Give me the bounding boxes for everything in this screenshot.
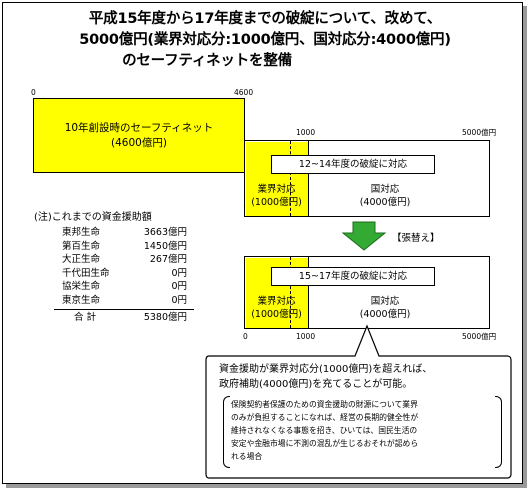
aid-total-row: 合 計 5380億円 — [62, 311, 187, 325]
aid-row: 大正生命 267億円 — [62, 253, 187, 267]
bar1-industry-title: 業界対応 — [257, 184, 296, 195]
condition-line: れる場合 — [231, 452, 263, 461]
condition-text: 保険契約者保護のための資金援助の財源について業界 のみが負担することになれば、経… — [231, 398, 493, 463]
aid-row-name: 東邦生命 — [62, 227, 101, 238]
aid-row-name: 第百生命 — [62, 240, 101, 252]
aid-row: 東京生命 0円 — [62, 294, 187, 308]
title-line-3: のセーフティネットを整備 — [122, 53, 292, 69]
aid-row-amount: 1450億円 — [143, 240, 187, 252]
aid-total-amount: 5380億円 — [143, 312, 187, 323]
title-line-2: 5000億円(業界対応分:1000億円、国対応分:4000億円) — [79, 32, 451, 48]
swap-arrow-icon — [342, 221, 386, 251]
bar1-industry-amount: (1000億円) — [251, 197, 302, 208]
callout-text-line-2: 政府補助(4000億円)を充てることが可能。 — [219, 379, 413, 390]
callout-text-line-1: 資金援助が業界対応分(1000億円)を超えれば、 — [219, 364, 433, 375]
aid-row: 協栄生命 0円 — [62, 280, 187, 294]
aid-total-rule — [54, 309, 194, 310]
aid-row-name: 千代田生命 — [62, 267, 110, 279]
aid-total-label: 合 計 — [74, 312, 97, 323]
bar1-national-title: 国対応 — [370, 184, 400, 195]
bar2-header-box: 15~17年度の破綻に対応 — [271, 267, 435, 286]
bar1-tick-1000: 1000 — [296, 128, 316, 137]
condition-line: 保険契約者保護のための資金援助の財源について業界 — [231, 400, 418, 409]
condition-bracket-right — [495, 396, 502, 468]
bar2-tick-1000: 1000 — [296, 332, 316, 341]
initial-net-amount: (4600億円) — [111, 136, 167, 149]
bar1-industry-label: 業界対応 (1000億円) — [245, 181, 308, 211]
aid-row: 第百生命 1450億円 — [62, 240, 187, 254]
bar1-industry-fill — [245, 141, 309, 216]
aid-row-name: 東京生命 — [62, 294, 101, 306]
bar2-tick-0: 0 — [243, 332, 248, 341]
bar2-national-amount: (4000億円) — [359, 309, 411, 320]
bar1-national-amount: (4000億円) — [359, 197, 411, 208]
condition-bracket-left — [223, 396, 230, 468]
aid-row-name: 協栄生命 — [62, 281, 101, 292]
scale-top-right-tick: 4600 — [234, 88, 254, 97]
aid-row: 千代田生命 0円 — [62, 267, 187, 281]
aid-row-amount: 0円 — [171, 267, 187, 279]
initial-net-label: 10年創設時のセーフティネット — [64, 121, 214, 134]
bar2-dashed-divider — [290, 257, 291, 328]
initial-safety-net-box: 10年創設時のセーフティネット (4600億円) — [33, 98, 245, 173]
aid-row-name: 大正生命 — [62, 254, 101, 265]
scale-top-left-tick: 0 — [31, 88, 36, 97]
bar2-national-title: 国対応 — [370, 296, 400, 307]
aid-row-amount: 0円 — [171, 281, 187, 292]
condition-line: 安定や金融市場に不測の混乱が生じるおそれが認めら — [231, 439, 419, 448]
bar1-national-label: 国対応 (4000億円) — [330, 181, 440, 211]
bar2-industry-label: 業界対応 (1000億円) — [245, 293, 308, 323]
bar1-tick-5000: 5000億円 — [462, 128, 497, 137]
callout-balloon — [205, 324, 512, 479]
bar2-tick-5000: 5000億円 — [462, 332, 497, 341]
bar1-dashed-divider — [290, 141, 291, 216]
bar2-industry-title: 業界対応 — [257, 296, 296, 307]
aid-heading: (注)これまでの資金援助額 — [34, 212, 152, 223]
aid-row-amount: 3663億円 — [143, 227, 187, 238]
aid-row-amount: 267億円 — [149, 254, 187, 265]
bar1-header-box: 12~14年度の破綻に対応 — [271, 155, 435, 174]
swap-label: 【張替え】 — [392, 233, 440, 244]
aid-row: 東邦生命 3663億円 — [62, 226, 187, 240]
aid-list: 東邦生命 3663億円 第百生命 1450億円 大正生命 267億円 千代田生命… — [62, 226, 187, 307]
bar2-national-label: 国対応 (4000億円) — [330, 293, 440, 323]
bar2-solid-divider — [308, 257, 309, 328]
condition-line: 維持されなくなる事態を招き、ひいては、国民生活の — [231, 426, 418, 435]
aid-row-amount: 0円 — [171, 294, 187, 306]
condition-line: のみが負担することになれば、経営の長期的健全性が — [231, 413, 419, 422]
title-line-1: 平成15年度から17年度までの破綻について、改めて、 — [88, 11, 442, 27]
bar2-industry-amount: (1000億円) — [251, 309, 302, 320]
bar1-solid-divider — [308, 141, 309, 216]
